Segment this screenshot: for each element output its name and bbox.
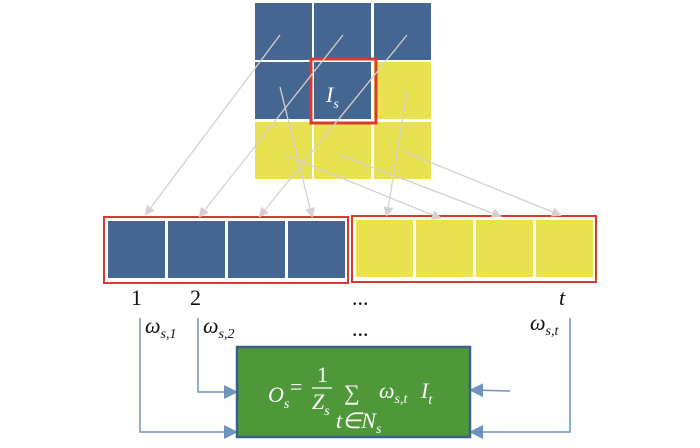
svg-text:=: = (290, 374, 302, 399)
neighbor-pixel-blue (288, 221, 345, 278)
mapping-arrow (339, 154, 502, 218)
left-group-box (103, 216, 349, 284)
neighbor-pixel-blue (108, 221, 165, 278)
weight-arrow-2 (197, 318, 238, 399)
weight-2: ωs,2 (203, 313, 235, 342)
index-ellipsis: ... (352, 285, 369, 310)
neighbor-pixel-blue (168, 221, 225, 278)
grid-pixel-blue (374, 3, 431, 60)
mapping-arrow (284, 154, 442, 220)
neighbor-pixel-yellow (416, 220, 473, 277)
svg-text:∑: ∑ (344, 380, 360, 405)
formula: Os = 1 Zs ∑ t∈Ns ωs,t It (268, 362, 433, 437)
output-formula-box (235, 345, 472, 439)
svg-text:It: It (420, 378, 433, 408)
right-group-box (351, 215, 597, 283)
mapping-arrow (258, 34, 408, 218)
svg-text:Zs: Zs (312, 389, 330, 419)
center-pixel-highlight (309, 57, 378, 125)
index-t: t (559, 285, 566, 310)
pixel-grid-3x3 (255, 3, 431, 179)
grid-pixel-blue (314, 3, 371, 60)
neighbor-pixel-yellow (356, 220, 413, 277)
weight-1: ωs,1 (145, 313, 177, 342)
index-1: 1 (131, 285, 142, 310)
weight-t: ωs,t (530, 310, 559, 339)
neighbor-pixel-yellow (476, 220, 533, 277)
weight-arrow-t (469, 318, 571, 439)
mapping-arrows (144, 34, 562, 220)
index-2: 2 (190, 285, 201, 310)
weight-arrows (139, 318, 571, 439)
mapping-arrow (198, 34, 344, 218)
svg-text:t∈Ns: t∈Ns (336, 408, 382, 437)
grid-pixel-yellow (314, 122, 371, 179)
grid-pixel-yellow (255, 122, 312, 179)
svg-text:ωs,t: ωs,t (379, 378, 408, 407)
center-pixel-label: Is (325, 82, 339, 112)
svg-text:Os: Os (268, 382, 290, 412)
weight-arrow-extra (469, 383, 511, 398)
neighbor-row (108, 220, 593, 278)
mapping-arrow (144, 34, 281, 216)
mapping-arrow (383, 91, 408, 217)
weight-arrow-1 (139, 318, 238, 439)
grid-pixel-yellow (374, 62, 431, 119)
grid-pixel-yellow (374, 122, 431, 179)
mapping-arrow (404, 151, 562, 217)
neighbor-pixel-blue (228, 221, 285, 278)
mapping-arrow (279, 86, 315, 218)
svg-text:1: 1 (317, 362, 328, 387)
weight-ellipsis: ... (352, 316, 369, 341)
grid-pixel-blue (255, 3, 312, 60)
neighbor-pixel-yellow (536, 220, 593, 277)
